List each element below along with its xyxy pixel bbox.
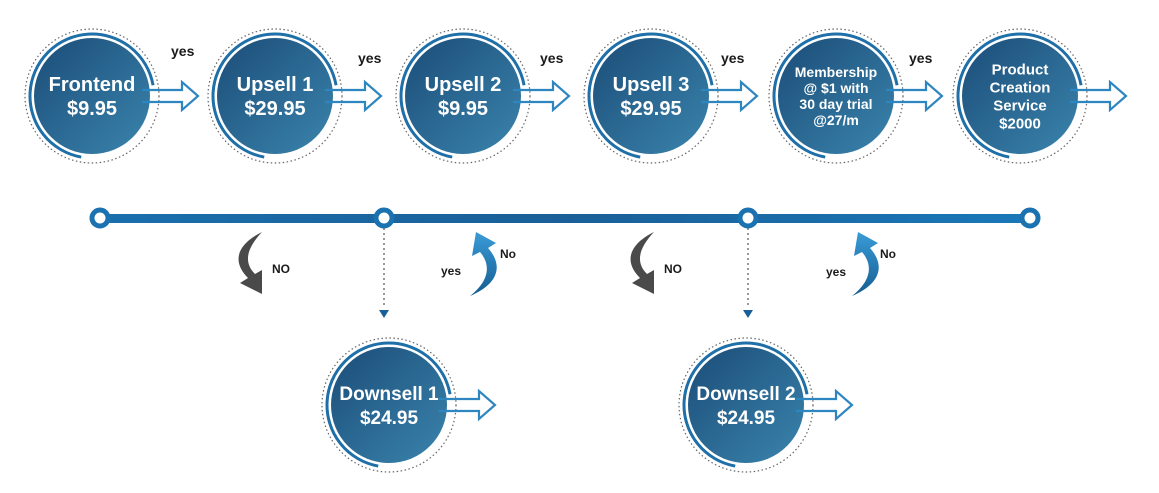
node-downsell-1: Downsell 1 $24.95 (321, 337, 497, 473)
no-mixed-label-2: No (880, 247, 896, 261)
node-frontend: Frontend$9.95 (24, 28, 200, 164)
up-curved-arrow-icon (470, 232, 497, 296)
no-mixed-label-1: No (500, 247, 516, 261)
timeline-node-1 (89, 207, 111, 229)
node-circle (778, 38, 894, 154)
timeline-bar (100, 214, 1030, 223)
no-curved-arrow-icon (238, 232, 262, 294)
timeline-node-2 (373, 207, 395, 229)
no-label-1: NO (272, 262, 290, 276)
node-circle (962, 38, 1078, 154)
downsell-connectors (383, 228, 749, 308)
no-arrow-2: NO (630, 232, 682, 294)
yes-no-arrow-2: yes No (826, 232, 896, 296)
right-arrow-icon (701, 79, 759, 113)
node-label-line: @ $1 with (804, 80, 869, 96)
node-label-line: $29.95 (620, 98, 681, 120)
node-label-line: @27/m (813, 112, 859, 128)
node-label-line: $9.95 (438, 98, 488, 120)
blue-arc-ring (399, 32, 526, 159)
node-label-line: 30 day trial (799, 96, 872, 112)
dotted-ring (952, 28, 1088, 164)
node-label-line: Upsell 1 (237, 74, 314, 96)
up-curved-arrow-icon (852, 232, 879, 296)
node-label-line: $9.95 (67, 98, 117, 120)
yes-label-2: yes (358, 50, 382, 66)
timeline-node-4 (1019, 207, 1041, 229)
yes-label-3: yes (540, 50, 564, 66)
node-label-line: Membership (795, 64, 877, 80)
no-label-2: NO (664, 262, 682, 276)
dotted-ring (583, 28, 719, 164)
node-label-line: Frontend (49, 74, 136, 96)
yes-label-1: yes (171, 43, 195, 59)
yes-label-4: yes (721, 50, 745, 66)
connector-arrowhead-1 (379, 310, 389, 318)
right-arrow-icon (886, 79, 944, 113)
node-label-line: Downsell 1 (339, 384, 439, 405)
dotted-ring (207, 28, 343, 164)
yes-no-arrow-1: yes No (441, 232, 516, 296)
timeline-node-3 (737, 207, 759, 229)
connector-arrowhead-2 (743, 310, 753, 318)
right-arrow-icon (796, 388, 854, 422)
dotted-ring (321, 337, 457, 473)
node-circle (34, 38, 150, 154)
right-arrow-icon (513, 79, 571, 113)
node-circle (593, 38, 709, 154)
node-label-line: Upsell 2 (425, 74, 502, 96)
node-label-line: $29.95 (244, 98, 305, 120)
dotted-ring (395, 28, 531, 164)
node-label-line: Upsell 3 (613, 74, 690, 96)
dotted-ring (768, 28, 904, 164)
blue-arc-ring (587, 32, 714, 159)
node-label-line: Creation (990, 79, 1051, 96)
node-circle (405, 38, 521, 154)
node-circle (217, 38, 333, 154)
blue-arc-ring (211, 32, 338, 159)
node-downsell-2: Downsell 2 $24.95 (678, 337, 854, 473)
blue-arc-ring (682, 341, 809, 468)
right-arrow-icon (325, 79, 383, 113)
blue-arc-ring (325, 341, 452, 468)
node-circle (688, 347, 804, 463)
node-label-line: $2000 (999, 115, 1041, 132)
dotted-ring (24, 28, 160, 164)
node-upsell-1: Upsell 1$29.95 (207, 28, 383, 164)
yes-label-5: yes (909, 50, 933, 66)
no-curved-arrow-icon (630, 232, 654, 294)
yes-label-branch-2: yes (826, 265, 846, 279)
node-label-line: Product (992, 61, 1049, 78)
node-label-line: $24.95 (360, 408, 419, 429)
blue-arc-ring (28, 32, 155, 159)
dotted-ring (678, 337, 814, 473)
no-arrow-1: NO (238, 232, 290, 294)
timeline (89, 207, 1041, 229)
node-circle (331, 347, 447, 463)
node-label-line: Service (993, 97, 1046, 114)
yes-label-branch-1: yes (441, 264, 461, 278)
node-upsell-2: Upsell 2$9.95 (395, 28, 571, 164)
blue-arc-ring (956, 32, 1083, 159)
right-arrow-icon (1070, 79, 1128, 113)
top-yes-labels: yes yes yes yes yes (171, 43, 933, 66)
right-arrow-icon (142, 79, 200, 113)
node-label-line: $24.95 (717, 408, 776, 429)
node-label-line: Downsell 2 (696, 384, 795, 405)
right-arrow-icon (439, 388, 497, 422)
node-upsell-3: Upsell 3$29.95 (583, 28, 759, 164)
blue-arc-ring (772, 32, 899, 159)
